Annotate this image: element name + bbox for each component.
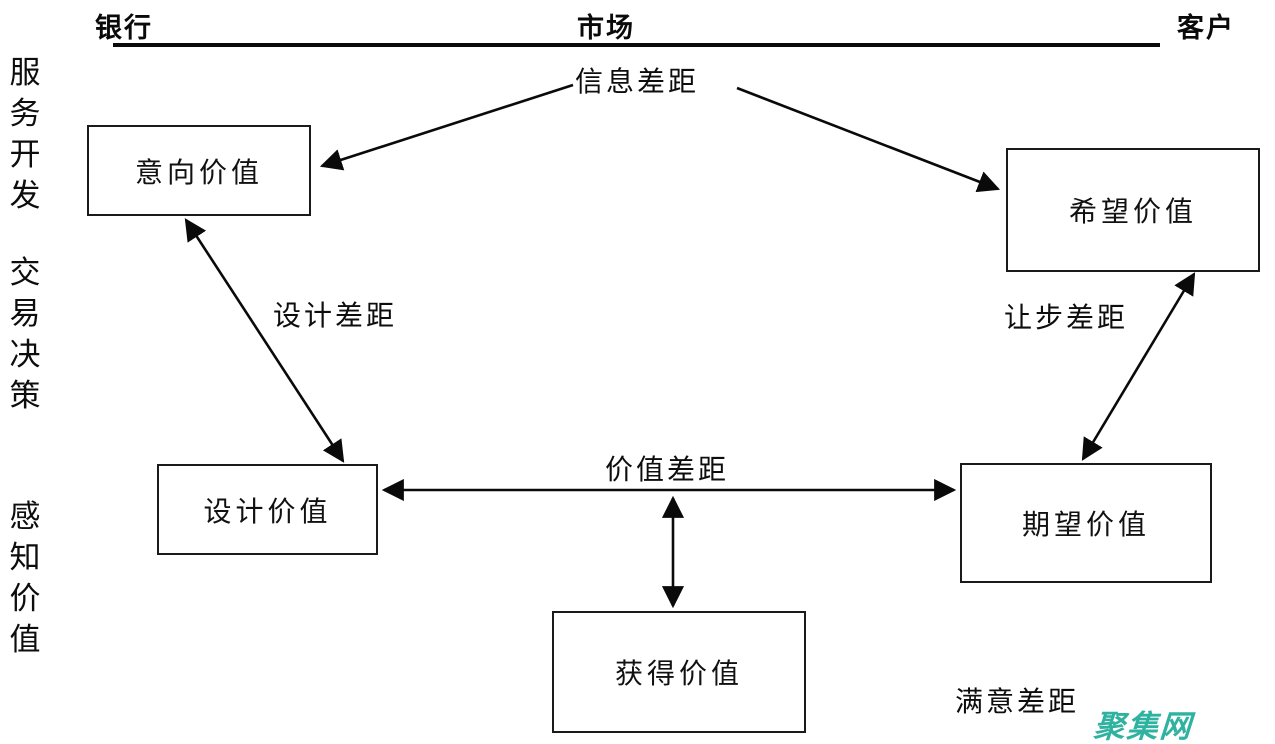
header-rule [113,43,1160,47]
node-intent-value: 意向价值 [87,125,311,216]
gap-label-design: 设计差距 [273,301,398,332]
node-design-value: 设计价值 [157,464,378,555]
node-hope-value: 希望价值 [1006,148,1260,272]
arrow-info-to-intent [319,83,574,171]
header-label-customer: 客户 [1177,13,1235,43]
header-label-market: 市场 [577,13,635,43]
node-obtain-value: 获得价值 [552,611,806,733]
gap-label-concession: 让步差距 [1004,303,1129,334]
gap-label-value: 价值差距 [605,455,730,486]
watermark: 聚集网 [1092,709,1195,744]
header-label-bank: 银行 [95,13,153,43]
gap-label-satisfaction: 满意差距 [955,687,1080,718]
gap-label-information: 信息差距 [575,67,700,98]
arrow-intent-design-gap [184,218,345,463]
arrow-info-to-hope [736,86,1001,193]
side-label-perceived-value: 感知价值 [9,499,41,657]
node-expect-value: 期望价值 [960,463,1212,583]
side-label-transaction-decision: 交易决策 [9,255,41,413]
side-label-service-development: 服务开发 [9,55,41,213]
